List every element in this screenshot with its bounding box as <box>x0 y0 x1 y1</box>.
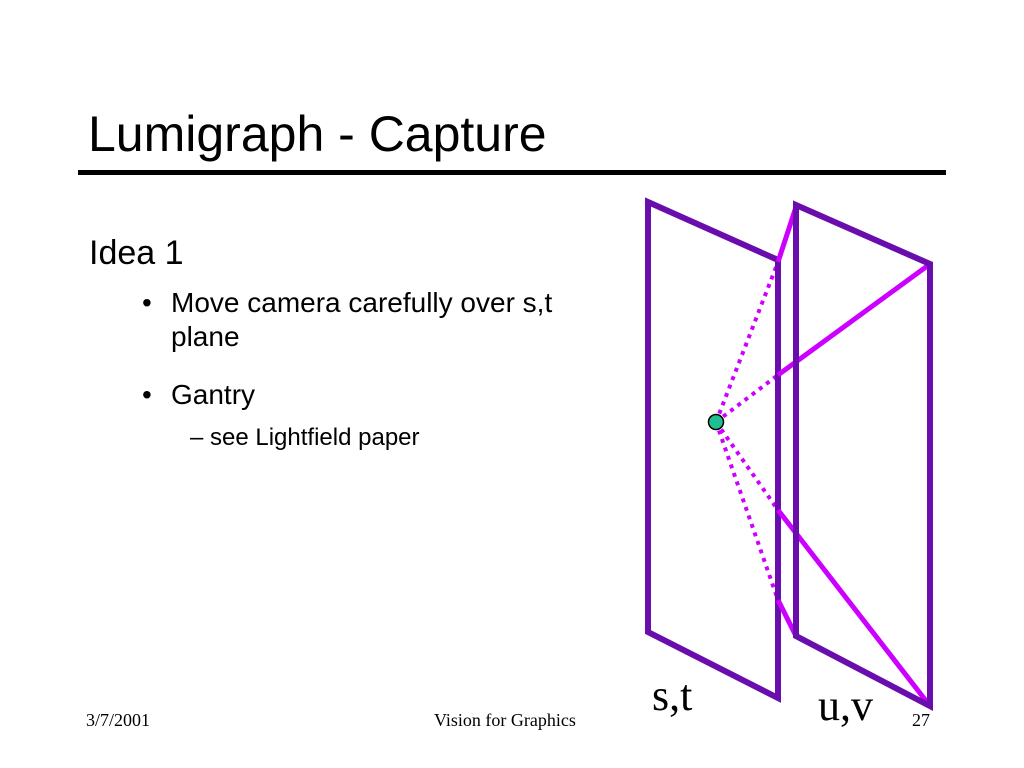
camera-position-marker <box>707 413 725 431</box>
slide-title: Lumigraph - Capture <box>88 106 547 162</box>
st-plane <box>645 197 781 703</box>
sub-bullet: – see Lightfield paper <box>190 424 420 451</box>
solid-ray-mid-lower <box>776 508 932 708</box>
bullet-text: Move camera carefully over s,t plane <box>171 287 553 352</box>
bullet-marker: • <box>142 379 152 410</box>
footer-page-number: 27 <box>912 710 930 730</box>
bullet-heading: Idea 1 <box>89 234 184 272</box>
st-plane-label: s,t <box>652 671 693 720</box>
dotted-ray-mid-lower <box>714 420 780 512</box>
dotted-ray-bottom <box>714 421 780 601</box>
bullet-marker: • <box>142 287 152 318</box>
footer-course: Vision for Graphics <box>434 710 576 730</box>
solid-ray-mid-upper <box>776 261 932 378</box>
uv-plane-label: u,v <box>818 681 873 730</box>
dotted-ray-top <box>714 261 780 423</box>
dotted-ray-mid-upper <box>714 373 780 424</box>
uv-plane <box>793 200 933 711</box>
bullet-text: Gantry <box>171 379 256 410</box>
title-underline <box>78 170 946 175</box>
footer-date: 3/7/2001 <box>86 710 151 730</box>
